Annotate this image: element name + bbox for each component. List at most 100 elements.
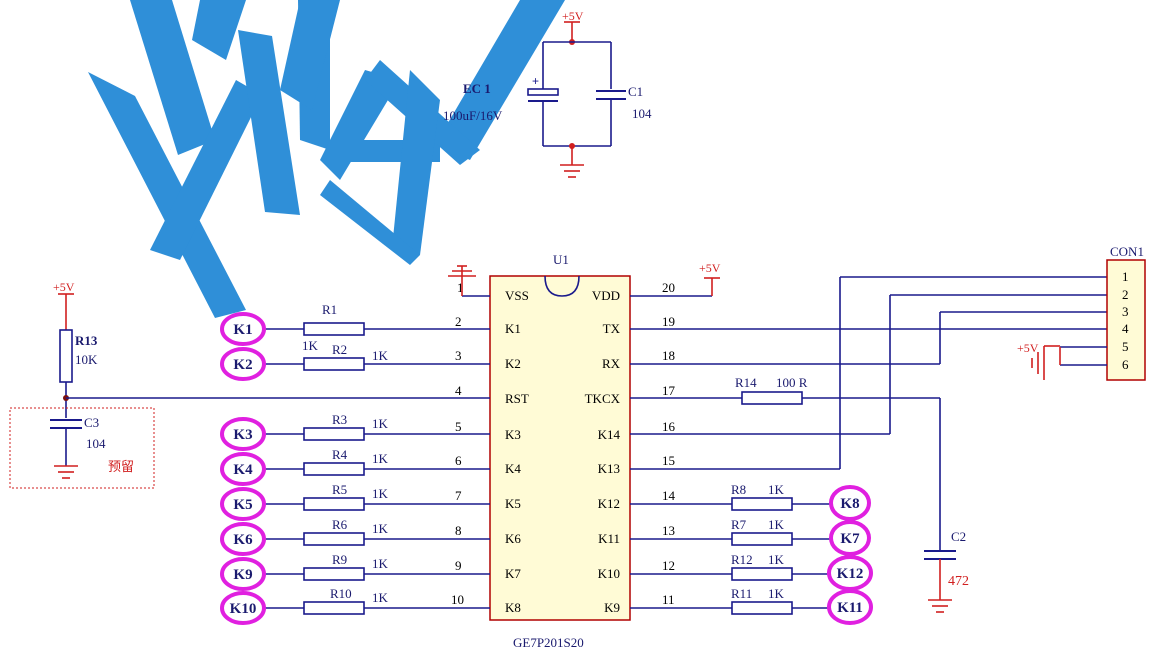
u1-pin-num-4: 4 [455, 383, 462, 398]
key-k9-label: K9 [233, 567, 252, 583]
u1-pin-num-14: 14 [662, 488, 676, 503]
u1-pin-num-10: 10 [451, 592, 464, 607]
u1-pin-name-tkcx: TKCX [585, 391, 621, 406]
u1-pin-name-vss: VSS [505, 288, 529, 303]
resistor-r2-value: 1K [372, 348, 389, 363]
key-k5-label: K5 [233, 497, 252, 513]
u1-pin-name-k14: K14 [598, 427, 621, 442]
u1-pin-name-k6: K6 [505, 531, 521, 546]
con1-pin-2: 2 [1122, 287, 1129, 302]
con1-pin-3: 3 [1122, 304, 1129, 319]
watermark-logo [88, 0, 565, 318]
resistor-r2-value-left: 1K [302, 338, 319, 353]
key-k1: K1 [220, 312, 266, 346]
c3-reserved-box [9, 407, 155, 489]
resistor-r9-value: 1K [372, 556, 389, 571]
c1-capacitor-symbol [596, 90, 626, 100]
u1-pin-name-k5: K5 [505, 496, 521, 511]
c1-value-label: 104 [632, 106, 652, 121]
key-k8: K8 [829, 485, 871, 521]
r13-ref-label: R13 [75, 333, 98, 348]
vcc-label-con1: +5V [1017, 341, 1039, 355]
u1-pin-name-tx: TX [603, 321, 621, 336]
u1-left-pins: VSS K1 K2 RST K3 K4 K5 K6 K7 K8 1 2 3 4 … [451, 280, 529, 615]
u1-pin-name-k1: K1 [505, 321, 521, 336]
u1-pin-name-k13: K13 [598, 461, 620, 476]
key-k7-label: K7 [840, 531, 860, 547]
key-k4-label: K4 [233, 462, 253, 478]
u1-chip: U1 GE7P201S20 [489, 252, 631, 650]
key-k10: K10 [220, 591, 266, 625]
resistor-r6 [303, 532, 365, 546]
key-k12: K12 [827, 555, 873, 591]
u1-power-connections: +5V [448, 261, 721, 297]
u1-pin-num-9: 9 [455, 558, 462, 573]
u1-pin-name-k7: K7 [505, 566, 521, 581]
u1-pin-num-11: 11 [662, 592, 675, 607]
r13-value-label: 10K [75, 352, 98, 367]
resistor-r14-value: 100 R [776, 375, 808, 390]
resistor-r1-label: R1 [322, 302, 337, 317]
u1-pin-num-17: 17 [662, 383, 676, 398]
con1-connector: CON1 1 2 3 4 5 6 +5V [1017, 244, 1146, 381]
u1-pin-num-12: 12 [662, 558, 675, 573]
u1-pin-num-1: 1 [457, 280, 464, 295]
key-k10-label: K10 [230, 601, 257, 617]
resistor-r10 [303, 601, 365, 615]
resistor-r7-value: 1K [768, 517, 785, 532]
resistor-r3 [303, 427, 365, 441]
resistor-r12-value: 1K [768, 552, 785, 567]
key-k4: K4 [220, 452, 266, 486]
resistor-r11-label: R11 [731, 586, 752, 601]
u1-pin-name-k2: K2 [505, 356, 521, 371]
resistor-r3-label: R3 [332, 412, 347, 427]
u1-pin-num-6: 6 [455, 453, 462, 468]
resistor-r5-value: 1K [372, 486, 389, 501]
resistor-r11 [731, 601, 793, 615]
u1-pin-num-7: 7 [455, 488, 462, 503]
resistor-r9-label: R9 [332, 552, 347, 567]
resistor-r12-label: R12 [731, 552, 753, 567]
u1-pin-name-k3: K3 [505, 427, 521, 442]
resistor-r7 [731, 532, 793, 546]
ec1-ref-label: EC 1 [463, 81, 491, 96]
resistor-r3-value: 1K [372, 416, 389, 431]
key-k9: K9 [220, 557, 266, 591]
u1-pin-num-19: 19 [662, 314, 675, 329]
u1-pin-name-rx: RX [602, 356, 621, 371]
resistor-r12 [731, 567, 793, 581]
key-k11-label: K11 [837, 600, 863, 616]
key-k3-label: K3 [233, 427, 252, 443]
con1-pin-6: 6 [1122, 357, 1129, 372]
c1-ref-label: C1 [628, 84, 643, 99]
resistor-r10-label: R10 [330, 586, 352, 601]
right-signal-wiring: R14 100 R C2 472 [630, 276, 1107, 613]
resistor-r8-label: R8 [731, 482, 746, 497]
key-k3: K3 [220, 417, 266, 451]
resistor-r2-label: R2 [332, 342, 347, 357]
key-k5: K5 [220, 487, 266, 521]
resistor-r6-value: 1K [372, 521, 389, 536]
u1-pin-num-18: 18 [662, 348, 675, 363]
u1-pin-num-8: 8 [455, 523, 462, 538]
power-filter-section: +5V + EC 1 100uF/16V C1 104 [443, 9, 652, 178]
resistor-r7-label: R7 [731, 517, 747, 532]
u1-ref-label: U1 [553, 252, 569, 267]
resistor-r10-value: 1K [372, 590, 389, 605]
con1-pin-5: 5 [1122, 339, 1129, 354]
resistor-r11-value: 1K [768, 586, 785, 601]
key-k11: K11 [827, 589, 873, 625]
c2-ref-label: C2 [951, 529, 966, 544]
resistor-r5-label: R5 [332, 482, 347, 497]
u1-pin-name-k11: K11 [598, 531, 620, 546]
resistor-r5 [303, 497, 365, 511]
ec1-polarity-mark: + [532, 74, 539, 88]
reset-section: +5V R13 10K C3 104 预留 [9, 280, 490, 489]
right-key-network: R8 1K R7 1K R12 1K R11 1K K8 K7 K12 K11 [630, 482, 873, 625]
c3-value-label: 104 [86, 436, 106, 451]
key-k6-label: K6 [233, 532, 253, 548]
resistor-r14-label: R14 [735, 375, 757, 390]
vcc-label-r13: +5V [53, 280, 75, 294]
c3-ref-label: C3 [84, 415, 99, 430]
